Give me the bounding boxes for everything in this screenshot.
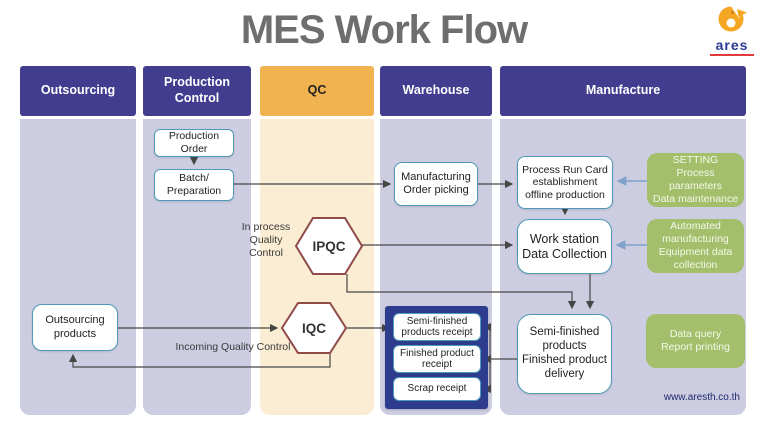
page-title: MES Work Flow <box>240 8 528 52</box>
node-manufacturing-order-picking: Manufacturing Order picking <box>394 162 478 206</box>
column-header-qc: QC <box>260 66 374 116</box>
column-header-label: Warehouse <box>402 83 470 98</box>
incoming-quality-control-label: Incoming Quality Control <box>175 341 291 353</box>
ares-bird-logo-icon <box>718 5 747 32</box>
node-production-order: Production Order <box>154 129 234 157</box>
column-header-label: Outsourcing <box>40 83 116 98</box>
node-semi-finished-products-receipt: Semi-finished products receipt <box>393 313 481 341</box>
in-process-quality-control-label: In process Quality Control <box>241 221 291 259</box>
iqc-label: IQC <box>301 320 326 336</box>
node-semi-finished-delivery: Semi-finished products Finished product … <box>517 314 612 394</box>
website-url: www.aresth.co.th <box>663 392 740 403</box>
logo-wordmark: ares <box>715 37 749 53</box>
column-header-label: Production Control <box>164 75 230 105</box>
column-header-outsourcing: Outsourcing <box>20 66 136 116</box>
node-automated-manufacturing: Automated manufacturing Equipment data c… <box>647 219 744 273</box>
node-outsourcing-products: Outsourcing products <box>32 304 118 351</box>
company-logo: ares <box>706 5 758 56</box>
ipqc-label: IPQC <box>312 238 346 254</box>
column-header-production-control: Production Control <box>143 66 251 116</box>
node-scrap-receipt: Scrap receipt <box>393 377 481 401</box>
column-header-manufacture: Manufacture <box>500 66 746 116</box>
logo-tagline-bar <box>710 54 754 56</box>
column-header-label: Manufacture <box>585 83 661 98</box>
column-band-production-control <box>143 119 251 415</box>
node-setting-process-parameters: SETTING Process parameters Data maintena… <box>647 153 744 207</box>
node-data-query-report-printing: Data query Report printing <box>646 314 745 368</box>
node-finished-product-receipt: Finished product receipt <box>393 345 481 373</box>
column-band-outsourcing <box>20 119 136 415</box>
node-process-run-card: Process Run Card establishment offline p… <box>517 156 613 209</box>
node-work-station-data-collection: Work station Data Collection <box>517 219 612 274</box>
column-header-label: QC <box>307 83 327 98</box>
column-header-warehouse: Warehouse <box>380 66 492 116</box>
node-batch-preparation: Batch/ Preparation <box>154 169 234 201</box>
